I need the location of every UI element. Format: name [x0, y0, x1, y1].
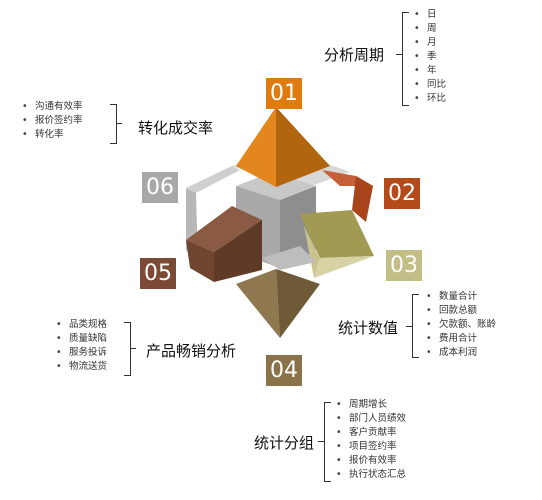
list-item: 客户贡献率 [336, 426, 406, 440]
statistic-values-brace [412, 294, 419, 358]
conversion-rate-list: 沟通有效率 报价签约率 转化率 [22, 100, 83, 142]
brown-block-top [186, 206, 262, 252]
list-item: 报价有效率 [336, 454, 406, 468]
badge-04: 04 [266, 355, 302, 386]
list-item: 费用合计 [426, 332, 496, 346]
grey-frame-bottom [262, 246, 316, 270]
list-item: 年 [414, 64, 446, 78]
analysis-period-list: 日 周 月 季 年 同比 环比 [414, 8, 446, 106]
cube-right [280, 186, 316, 268]
product-sales-list: 品类规格 质量缺陷 服务投诉 物流送货 [56, 318, 107, 374]
analysis-period-brace-tick [396, 54, 402, 55]
list-item: 月 [414, 36, 446, 50]
statistic-groups-brace-tick [318, 441, 324, 442]
list-item: 沟通有效率 [22, 100, 83, 114]
statistic-values-brace-tick [406, 326, 412, 327]
list-item: 数量合计 [426, 290, 496, 304]
pyramid-bottom-left [236, 269, 280, 338]
list-item: 物流送货 [56, 360, 107, 374]
product-sales-title: 产品畅销分析 [146, 342, 237, 360]
list-item: 回款总额 [426, 304, 496, 318]
badge-01: 01 [266, 78, 302, 109]
badge-06: 06 [142, 172, 178, 203]
list-item: 部门人员绩效 [336, 412, 406, 426]
list-item: 成本利润 [426, 346, 496, 360]
red-block-face [352, 176, 373, 222]
badge-05: 05 [140, 258, 176, 289]
list-item: 质量缺陷 [56, 332, 107, 346]
list-item: 转化率 [22, 128, 83, 142]
olive-block-face [304, 226, 320, 278]
statistic-groups-brace [324, 402, 331, 482]
statistic-values-list: 数量合计 回款总额 欠款额、账龄 费用合计 成本利润 [426, 290, 496, 360]
analysis-period-title: 分析周期 [324, 46, 385, 64]
list-item: 季 [414, 50, 446, 64]
grey-frame-left [186, 166, 240, 193]
list-item: 欠款额、账龄 [426, 318, 496, 332]
analysis-period-brace [402, 12, 409, 106]
statistic-values-title: 统计数值 [338, 319, 399, 337]
list-item: 日 [414, 8, 446, 22]
product-sales-brace [124, 322, 131, 376]
olive-block-front [314, 256, 374, 278]
pyramid-top-right [276, 107, 330, 187]
badge-03: 03 [386, 250, 422, 281]
olive-block-top [300, 210, 374, 258]
statistic-groups-list: 周期增长 部门人员绩效 客户贡献率 项目签约率 报价有效率 执行状态汇总 [336, 398, 406, 482]
conversion-rate-brace [110, 104, 117, 144]
brown-block-side [186, 240, 214, 282]
conversion-rate-brace-tick [116, 123, 122, 124]
conversion-rate-title: 转化成交率 [138, 119, 214, 137]
list-item: 服务投诉 [56, 346, 107, 360]
list-item: 项目签约率 [336, 440, 406, 454]
list-item: 周 [414, 22, 446, 36]
pyramid-top-left [236, 107, 276, 187]
brown-block-face [214, 220, 262, 282]
product-sales-brace-tick [130, 348, 136, 349]
list-item: 报价签约率 [22, 114, 83, 128]
list-item: 周期增长 [336, 398, 406, 412]
badge-02: 02 [384, 178, 420, 209]
list-item: 品类规格 [56, 318, 107, 332]
list-item: 环比 [414, 92, 446, 106]
statistic-groups-title: 统计分组 [254, 434, 315, 452]
list-item: 同比 [414, 78, 446, 92]
list-item: 执行状态汇总 [336, 468, 406, 482]
pyramid-bottom-right [276, 269, 320, 338]
